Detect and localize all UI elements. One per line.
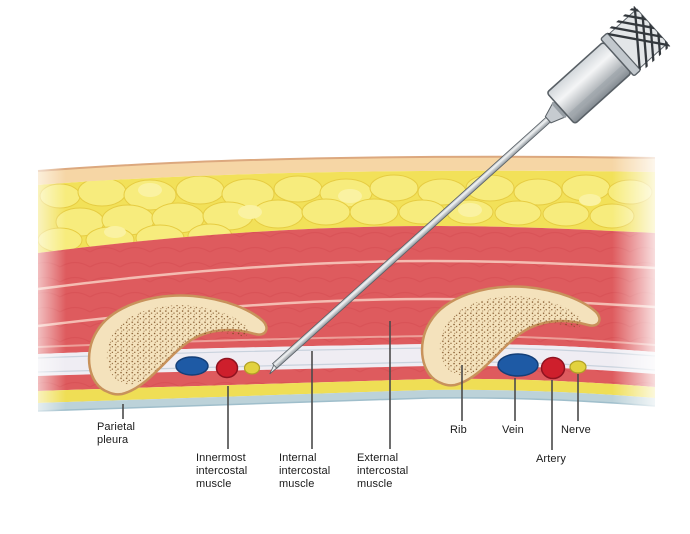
fat-lobules	[38, 174, 653, 253]
rib-left-marrow	[106, 305, 249, 385]
label-parietal-pleura: Parietal pleura	[97, 421, 136, 446]
label-artery: Artery	[536, 453, 566, 465]
fascia-line-1	[37, 259, 656, 291]
artery-left	[215, 357, 239, 379]
vein-right	[497, 353, 539, 377]
vein-left	[175, 356, 209, 376]
rib-right-marrow	[439, 296, 582, 376]
label-rib: Rib	[450, 424, 467, 436]
rib-left	[87, 294, 268, 396]
right-edge-fade	[612, 128, 666, 428]
neurovascular-bundle-left	[175, 356, 261, 379]
rib-right	[420, 285, 601, 387]
neurovascular-bundle-right	[497, 353, 587, 380]
parietal-pleura-layer	[37, 389, 656, 412]
label-nerve: Nerve	[561, 424, 591, 436]
label-external-intercostal-muscle: External intercostal muscle	[357, 452, 409, 490]
subcutaneous-fat-layer	[38, 170, 655, 253]
artery-right	[540, 356, 566, 380]
syringe-needle	[269, 5, 671, 375]
extrapleural-fat-layer	[38, 378, 655, 403]
label-innermost-intercostal-muscle: Innermost intercostal muscle	[196, 452, 248, 490]
label-internal-intercostal-muscle: Internal intercostal muscle	[279, 452, 331, 490]
left-edge-fade	[20, 138, 66, 433]
nerve-left	[243, 361, 261, 375]
label-vein: Vein	[502, 424, 524, 436]
nerve-right	[569, 360, 587, 374]
leader-lines	[122, 321, 579, 450]
